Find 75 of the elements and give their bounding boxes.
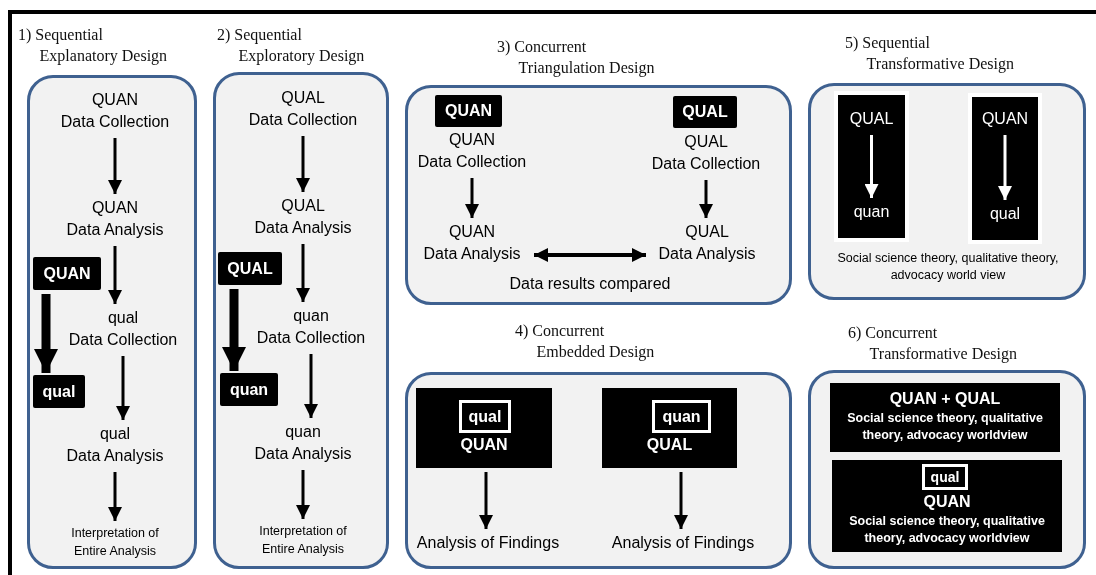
arrow xyxy=(222,289,246,371)
note-text: Social science theory, qualitative theory, advocacy world view xyxy=(836,250,1060,284)
method-label: QUAL xyxy=(281,196,325,216)
arrow xyxy=(116,356,130,420)
arrow xyxy=(465,178,479,218)
strand-box xyxy=(832,460,1062,552)
step-text: Data Collection xyxy=(256,328,366,348)
priority-badge: QUAN xyxy=(435,95,502,127)
arrow xyxy=(864,135,879,198)
method-label: QUAN xyxy=(91,198,139,218)
box-text: Social science theory, qualitative theory, advocacy worldview xyxy=(848,513,1046,547)
panel-heading: 1) Sequential Explanatory Design xyxy=(18,25,169,66)
box-title: QUAN xyxy=(922,492,972,512)
arrow xyxy=(534,248,646,262)
box-title: QUAL xyxy=(645,435,694,455)
arrow xyxy=(108,246,122,304)
panel-heading: 3) Concurrent Triangulation Design xyxy=(497,37,656,78)
box-title: QUAN + QUAL xyxy=(888,389,1002,409)
step-text: Data Analysis xyxy=(254,218,352,238)
method-label: quan xyxy=(293,306,329,326)
arrow xyxy=(296,136,310,192)
step-text: Data Analysis xyxy=(66,220,164,240)
strand-box xyxy=(416,388,552,468)
step-text: Data Analysis xyxy=(66,446,164,466)
step-text: Data Collection xyxy=(651,154,761,174)
box-text: Social science theory, qualitative theory, advocacy worldview xyxy=(846,410,1044,444)
method-label: QUAL xyxy=(281,88,325,108)
method-label: QUAN xyxy=(448,222,496,242)
step-text: Data Collection xyxy=(60,112,170,132)
method-label: QUAN xyxy=(91,90,139,110)
step-text: Data Collection xyxy=(248,110,358,130)
strand-box xyxy=(602,388,737,468)
box-title: QUAN xyxy=(459,435,509,455)
step-text: quan xyxy=(838,200,905,224)
step-text: QUAL xyxy=(838,107,905,131)
step-text: qual xyxy=(972,202,1038,226)
step-text: Data Analysis xyxy=(658,244,756,264)
arrow xyxy=(296,244,310,302)
method-label: qual xyxy=(107,308,139,328)
method-label: quan xyxy=(285,422,321,442)
step-text: Data Collection xyxy=(417,152,527,172)
step-text: Interpretation of Entire Analysis xyxy=(228,521,378,559)
arrow xyxy=(108,472,122,521)
embedded-badge: qual xyxy=(922,464,968,490)
panel-heading: 2) Sequential Exploratory Design xyxy=(217,25,366,66)
step-text: Data Collection xyxy=(68,330,178,350)
step-text: Data Analysis xyxy=(254,444,352,464)
panel-heading: 4) Concurrent Embedded Design xyxy=(515,321,656,362)
priority-badge: quan xyxy=(220,373,278,406)
arrow xyxy=(34,294,58,373)
arrow xyxy=(296,470,310,519)
priority-badge: qual xyxy=(33,375,85,408)
panel-heading: 5) Sequential Transformative Design xyxy=(845,33,1015,74)
arrow xyxy=(108,138,122,194)
arrow xyxy=(674,472,688,529)
step-text: Interpretation of Entire Analysis xyxy=(40,523,190,561)
step-text: QUAN xyxy=(972,107,1038,131)
panel-heading: 6) Concurrent Transformative Design xyxy=(848,323,1018,364)
arrow xyxy=(998,135,1012,200)
priority-badge: QUAL xyxy=(218,252,282,285)
step-text: Data Analysis xyxy=(423,244,521,264)
method-label: QUAL xyxy=(684,132,728,152)
arrow xyxy=(479,472,493,529)
method-label: qual xyxy=(99,424,131,444)
method-label: QUAN xyxy=(448,130,496,150)
embedded-badge: quan xyxy=(652,400,711,433)
method-label: QUAL xyxy=(685,222,729,242)
embedded-badge: qual xyxy=(459,400,511,433)
strand-box xyxy=(830,383,1060,452)
priority-badge: QUAL xyxy=(673,96,737,128)
arrow xyxy=(304,354,318,418)
priority-badge: QUAN xyxy=(33,257,101,290)
step-text: Analysis of Findings xyxy=(603,531,763,555)
step-text: Analysis of Findings xyxy=(408,531,568,555)
arrow xyxy=(699,180,713,218)
